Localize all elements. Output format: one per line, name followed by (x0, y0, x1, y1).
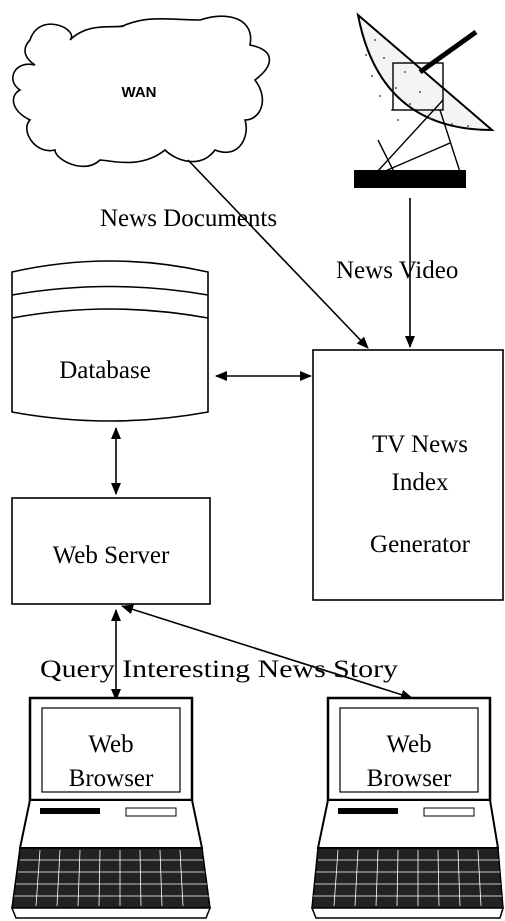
index-generator-line1: TV News (372, 431, 468, 458)
browser-right-line2: Browser (367, 765, 452, 792)
laptop-left-icon: Web Browser (10, 696, 212, 919)
database-cylinder: Database (11, 260, 209, 422)
wan-cloud: WAN (12, 15, 271, 168)
wan-cloud-outline (12, 15, 271, 168)
news-video-label: News Video (336, 257, 458, 284)
index-generator-box: TV News Index Generator (312, 349, 504, 601)
query-label: Query Interesting News Story (40, 656, 399, 683)
browser-left-line2: Browser (69, 765, 154, 792)
browser-left-line1: Web (88, 731, 133, 758)
arrow-webserver-right-browser (121, 604, 413, 700)
browser-right-line1: Web (386, 731, 431, 758)
news-documents-label: News Documents (100, 205, 277, 232)
wan-label: WAN (122, 84, 157, 101)
satellite-dish-icon (354, 12, 495, 188)
laptop-right-icon: Web Browser (310, 696, 505, 919)
database-label: Database (59, 357, 151, 384)
index-generator-line3: Generator (370, 531, 471, 558)
web-server-box: Web Server (11, 497, 211, 605)
arrow-wan-to-generator (187, 159, 369, 349)
index-generator-line2: Index (392, 469, 449, 496)
web-server-label: Web Server (53, 542, 170, 569)
